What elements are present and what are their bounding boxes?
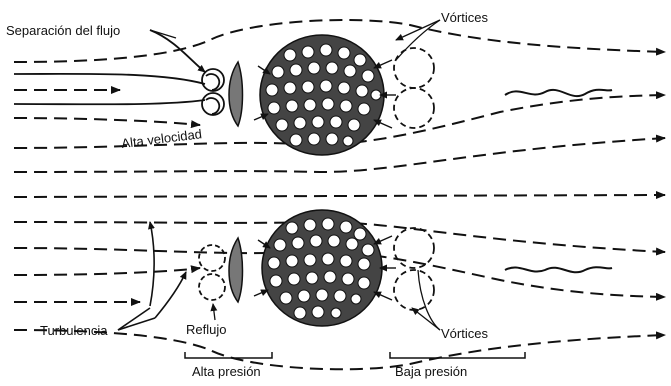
- label-vortices-top: Vórtices: [441, 10, 488, 25]
- wake-top: [504, 88, 613, 97]
- streamline-center: [13, 191, 666, 200]
- streamline: [13, 134, 666, 174]
- vortex-reflujo-bottom: [198, 244, 226, 301]
- streamline: [13, 19, 666, 63]
- streamline: [13, 247, 666, 301]
- label-alta-velocidad: Alta velocidad: [121, 126, 203, 151]
- label-reflujo: Reflujo: [186, 322, 226, 337]
- streamline: [13, 117, 201, 129]
- bracket-baja-presion: [389, 352, 526, 359]
- vortex-front-top: [201, 68, 225, 116]
- baffle-top: [228, 60, 244, 128]
- streamlines-top: [13, 19, 666, 174]
- leader-lines: [149, 19, 441, 331]
- streamline: [13, 329, 666, 371]
- streamline: [13, 191, 666, 200]
- separation-lines: [13, 29, 206, 106]
- label-turbulencia: Turbulencia: [40, 323, 108, 338]
- label-alta-presion: Alta presión: [192, 364, 261, 379]
- turbulence-arrows: [117, 221, 187, 331]
- label-baja-presion: Baja presión: [395, 364, 467, 379]
- baffle-bottom: [228, 236, 244, 304]
- label-vortices-bottom: Vórtices: [441, 326, 488, 341]
- rod-bundle-top: [253, 34, 396, 156]
- streamline: [13, 91, 666, 149]
- vortex-rear-bottom: [393, 227, 435, 311]
- wake-bottom: [504, 266, 613, 274]
- label-separacion: Separación del flujo: [6, 23, 120, 38]
- vortex-rear-top: [393, 47, 435, 129]
- streamline: [13, 265, 201, 276]
- bracket-alta-presion: [184, 352, 273, 359]
- rod-bundle-bottom: [253, 209, 396, 327]
